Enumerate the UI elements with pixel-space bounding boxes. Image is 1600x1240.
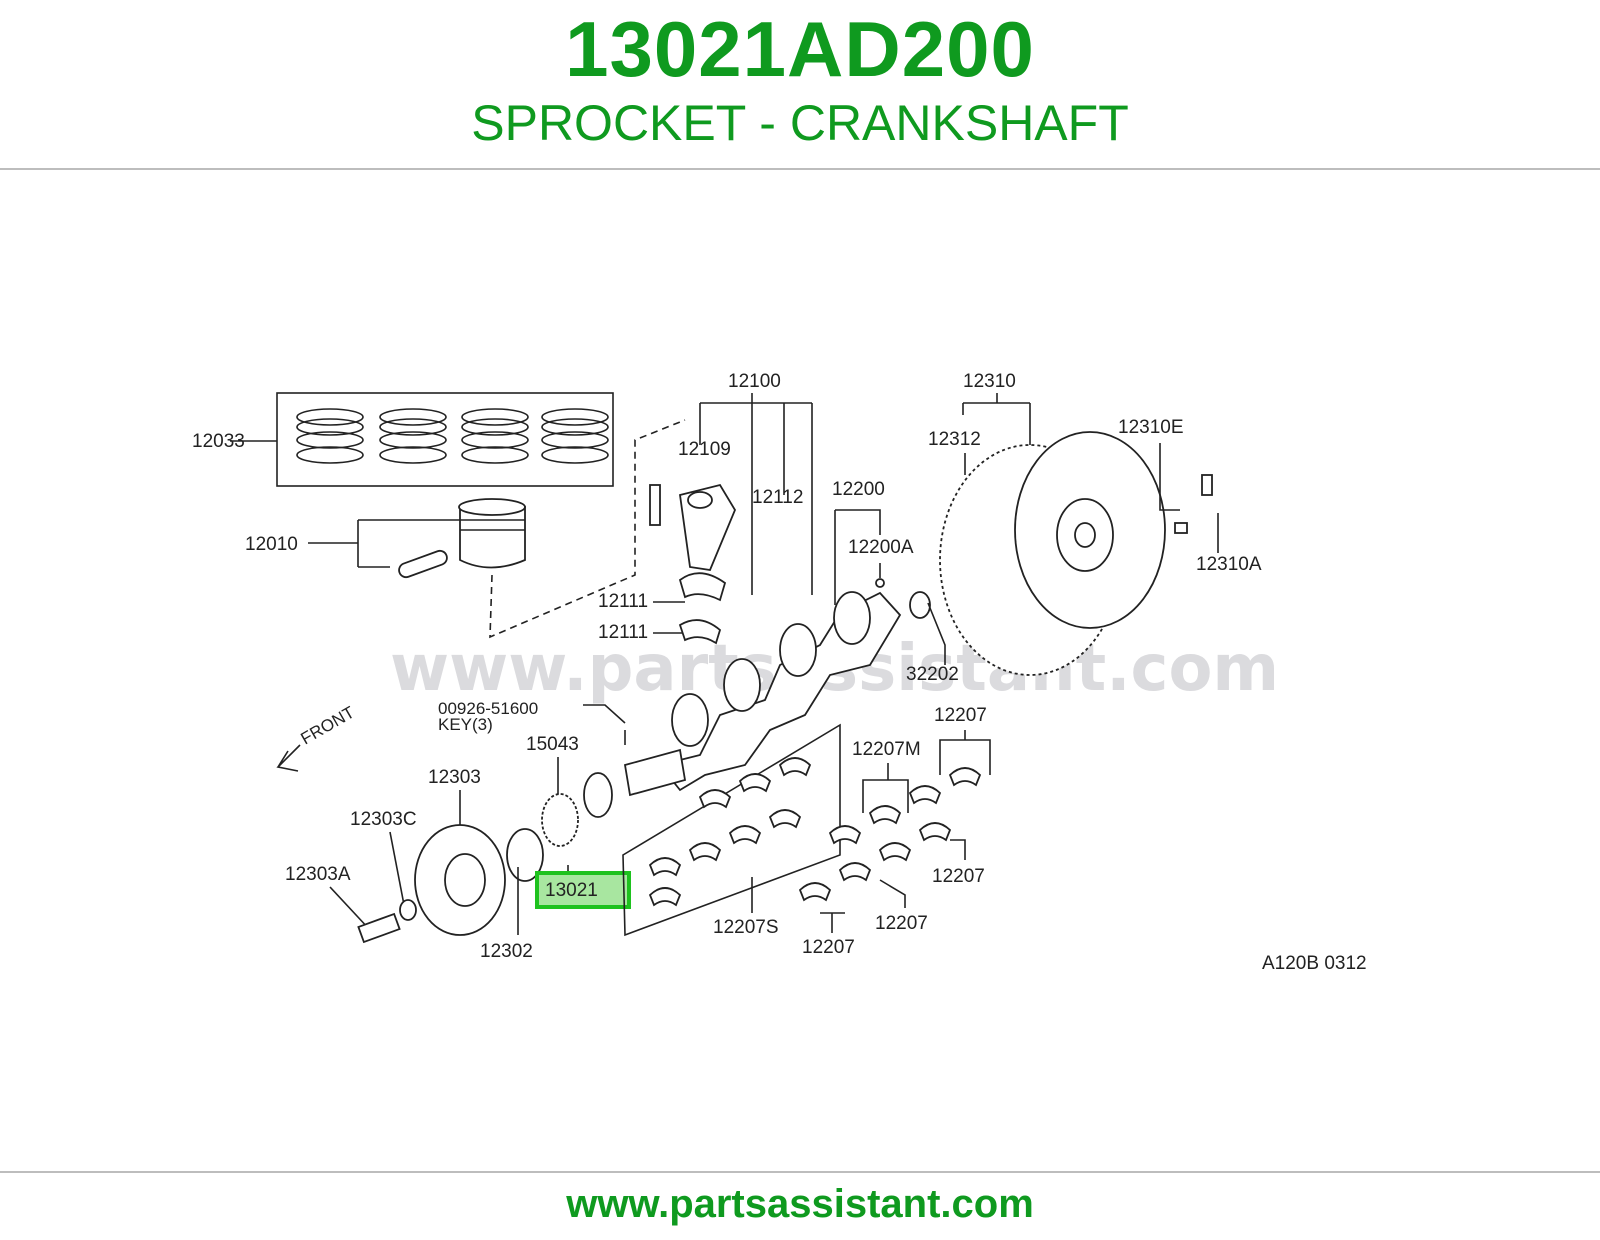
parts-diagram-svg: www.partsassistant.com 12033 12010 12100…	[192, 371, 1367, 974]
label-12109: 12109	[678, 439, 731, 460]
label-12310: 12310	[963, 371, 1016, 392]
label-32202: 32202	[906, 664, 959, 685]
label-15043: 15043	[526, 734, 579, 755]
parts-diagram: www.partsassistant.com 12033 12010 12100…	[180, 335, 1410, 1015]
highlighted-part-box[interactable]	[535, 871, 631, 909]
front-end-parts-group: 15043 12303 12303C 12303A 12302 13021	[285, 734, 631, 962]
bearings-group: 12207S 12207 12207M 12207 12207 12207	[622, 705, 991, 958]
label-key: KEY(3)	[438, 715, 493, 734]
crankshaft-group: 12200 12200A 32202	[623, 479, 959, 797]
label-12111-upper: 12111	[598, 591, 648, 612]
label-12010: 12010	[245, 534, 298, 555]
label-12207-mid: 12207	[875, 913, 928, 934]
label-12100: 12100	[728, 371, 781, 392]
footer-site-url[interactable]: www.partsassistant.com	[566, 1182, 1034, 1226]
label-12207-right: 12207	[932, 866, 985, 887]
label-12111-lower: 12111	[598, 622, 648, 643]
label-12303A: 12303A	[285, 864, 351, 885]
part-name-subtitle: SPROCKET - CRANKSHAFT	[471, 95, 1129, 151]
piston-group: 12010	[245, 419, 686, 639]
label-12302: 12302	[480, 941, 533, 962]
connecting-rod-group: 12100 12109 12112 12111 12111	[598, 371, 813, 645]
label-12207-bottom: 12207	[802, 937, 855, 958]
label-12312: 12312	[928, 429, 981, 450]
label-12033: 12033	[192, 431, 245, 452]
label-12310E: 12310E	[1118, 417, 1184, 438]
front-arrow-icon	[276, 744, 301, 772]
label-12200: 12200	[832, 479, 885, 500]
piston-rings-group: 12033	[192, 392, 614, 487]
label-12207-top: 12207	[934, 705, 987, 726]
footer-divider	[0, 1171, 1600, 1173]
diagram-reference-code: A120B 0312	[1262, 953, 1367, 974]
label-12200A: 12200A	[848, 537, 914, 558]
page-header: 13021AD200 SPROCKET - CRANKSHAFT	[0, 0, 1600, 170]
label-12112: 12112	[752, 487, 803, 508]
flywheel-group: 12310 12312 12310E 12310A	[928, 371, 1262, 676]
label-front: FRONT	[298, 703, 358, 749]
part-number-title: 13021AD200	[565, 5, 1035, 93]
header-divider	[0, 168, 1600, 170]
label-12310A: 12310A	[1196, 554, 1262, 575]
label-12207M: 12207M	[852, 739, 921, 760]
label-13021-highlighted[interactable]: 13021	[545, 880, 598, 901]
label-12303: 12303	[428, 767, 481, 788]
label-12207S: 12207S	[713, 917, 779, 938]
label-00926-51600: 00926-51600	[438, 699, 538, 718]
label-12303C: 12303C	[350, 809, 417, 830]
